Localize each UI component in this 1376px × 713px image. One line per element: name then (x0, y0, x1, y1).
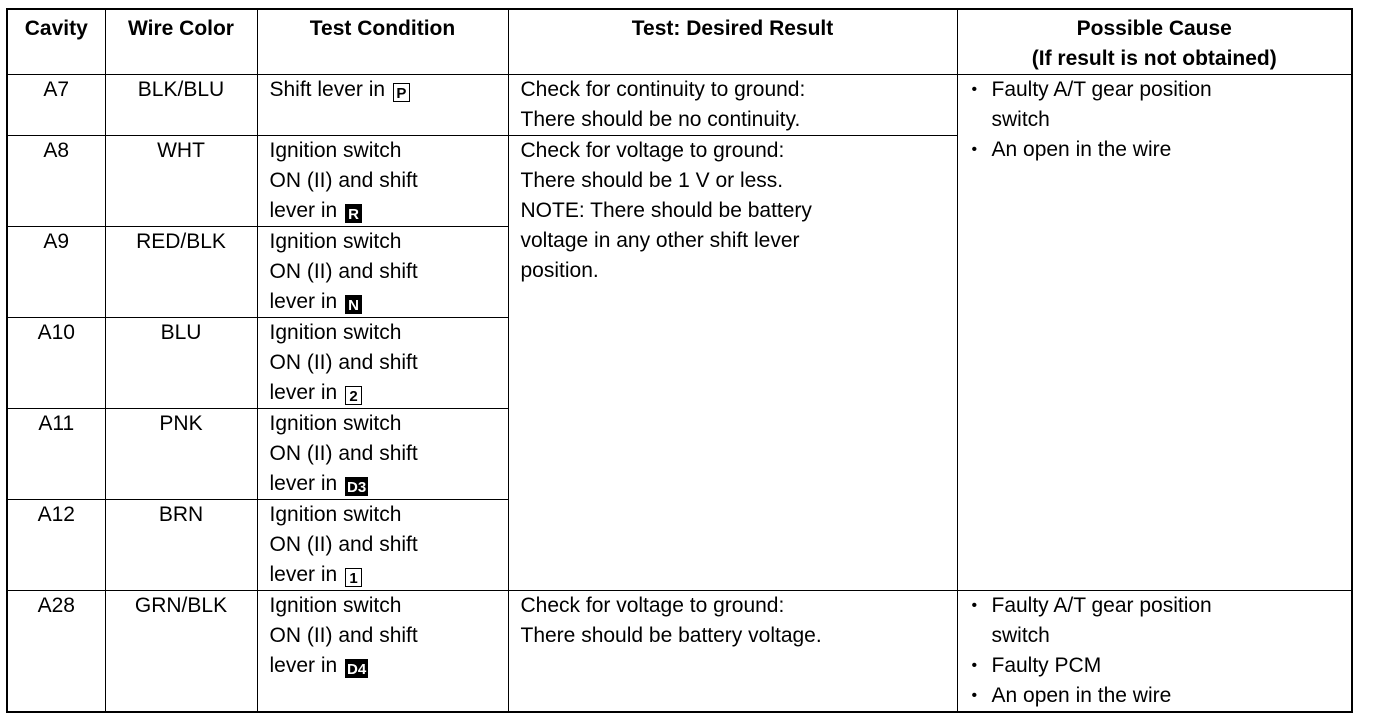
list-item: An open in the wire (970, 135, 1352, 165)
test-condition-cell: Ignition switch ON (II) and shift lever … (256, 317, 509, 409)
cavity-cell: A12 (6, 499, 106, 591)
possible-cause-cell: Faulty A/T gear position switch An open … (956, 74, 1353, 591)
cause-text: An open in the wire (991, 684, 1172, 707)
wire-color-cell: GRN/BLK (104, 590, 258, 713)
test-condition-cell: Ignition switch ON (II) and shift lever … (256, 499, 509, 591)
gear-r-icon: R (345, 204, 363, 223)
result-line: There should be 1 V or less. (520, 169, 784, 192)
gear-2-icon: 2 (345, 386, 363, 405)
possible-cause-cell: Faulty A/T gear position switch Faulty P… (956, 590, 1353, 713)
condition-line: Ignition switch (269, 594, 402, 617)
cavity-cell: A8 (6, 135, 106, 227)
wire-color-cell: WHT (104, 135, 258, 227)
gear-d4-icon: D4 (345, 659, 369, 678)
header-possible-cause: Possible Cause (If result is not obtaine… (956, 8, 1353, 75)
wire-color-cell: BRN (104, 499, 258, 591)
wire-color-cell: PNK (104, 408, 258, 500)
header-wire-color: Wire Color (104, 8, 258, 75)
gear-d3-icon: D3 (345, 477, 369, 496)
cause-text: switch (991, 624, 1050, 647)
gear-n-icon: N (345, 295, 363, 314)
condition-text: lever in (269, 199, 338, 222)
header-cavity: Cavity (6, 8, 106, 75)
condition-text: lever in (269, 472, 338, 495)
table-row: A12 BRN Ignition switch ON (II) and shif… (6, 499, 1352, 591)
cause-text: Faulty A/T gear position (991, 594, 1212, 617)
result-line: There should be no continuity. (520, 108, 801, 131)
cause-list: Faulty A/T gear position switch Faulty P… (970, 591, 1352, 711)
condition-line: lever in D4 (270, 651, 508, 681)
cause-text: switch (991, 108, 1050, 131)
cavity-cell: A10 (6, 317, 106, 409)
condition-line: Ignition switch (269, 139, 402, 162)
cavity-cell: A28 (6, 590, 106, 713)
desired-result-cell: Check for voltage to ground: There shoul… (507, 135, 958, 591)
condition-line: Ignition switch (269, 503, 402, 526)
table-row: A8 WHT Ignition switch ON (II) and shift… (6, 135, 1352, 591)
header-possible-cause-title: Possible Cause (1076, 17, 1232, 40)
list-item: Faulty PCM (970, 651, 1352, 681)
test-condition-cell: Ignition switch ON (II) and shift lever … (256, 408, 509, 500)
cause-text: An open in the wire (991, 138, 1172, 161)
table-row: A10 BLU Ignition switch ON (II) and shif… (6, 317, 1352, 409)
condition-line: lever in 1 (270, 560, 508, 590)
header-test-condition: Test Condition (256, 8, 509, 75)
condition-line: ON (II) and shift (269, 624, 418, 647)
wire-color-cell: BLU (104, 317, 258, 409)
result-line: position. (520, 259, 599, 282)
list-item: Faulty A/T gear position switch (970, 75, 1352, 135)
gear-1-icon: 1 (345, 568, 363, 587)
test-condition-cell: Shift lever in P (256, 74, 509, 136)
condition-line: ON (II) and shift (269, 351, 418, 374)
condition-line: Shift lever in P (270, 75, 508, 105)
test-condition-cell: Ignition switch ON (II) and shift lever … (256, 590, 509, 713)
wire-color-cell: RED/BLK (104, 226, 258, 318)
condition-line: lever in R (270, 196, 508, 226)
condition-line: Ignition switch (269, 412, 402, 435)
header-row: Cavity Wire Color Test Condition Test: D… (6, 8, 1353, 75)
table-row: A11 PNK Ignition switch ON (II) and shif… (6, 408, 1352, 500)
gear-position-test-table: Cavity Wire Color Test Condition Test: D… (6, 8, 1353, 713)
list-item: Faulty A/T gear position switch (970, 591, 1352, 651)
header-possible-cause-subtitle: (If result is not obtained) (1031, 47, 1277, 70)
condition-line: Ignition switch (269, 230, 402, 253)
result-line: Check for voltage to ground: (520, 594, 785, 617)
desired-result-cell: Check for voltage to ground: There shoul… (507, 590, 958, 713)
condition-line: lever in N (270, 287, 508, 317)
cavity-cell: A11 (6, 408, 106, 500)
condition-text: lever in (269, 563, 338, 586)
condition-line: ON (II) and shift (269, 442, 418, 465)
result-line: There should be battery voltage. (520, 624, 822, 647)
cause-list: Faulty A/T gear position switch An open … (970, 75, 1352, 165)
condition-line: ON (II) and shift (269, 169, 418, 192)
result-line: Check for voltage to ground: (520, 139, 785, 162)
table-row: A9 RED/BLK Ignition switch ON (II) and s… (6, 226, 1352, 318)
test-condition-cell: Ignition switch ON (II) and shift lever … (256, 226, 509, 318)
condition-text: lever in (269, 290, 338, 313)
table-row: A7 BLK/BLU Shift lever in P Check for co… (6, 74, 1353, 591)
list-item: An open in the wire (970, 681, 1352, 711)
test-condition-cell: Ignition switch ON (II) and shift lever … (256, 135, 509, 227)
condition-text: lever in (269, 654, 338, 677)
desired-result-cell: Check for continuity to ground: There sh… (507, 74, 958, 136)
result-line: Check for continuity to ground: (520, 78, 806, 101)
condition-line: lever in 2 (270, 378, 508, 408)
wire-color-cell: BLK/BLU (104, 74, 258, 136)
condition-line: lever in D3 (270, 469, 508, 499)
cause-text: Faulty A/T gear position (991, 78, 1212, 101)
result-line: voltage in any other shift lever (520, 229, 800, 252)
condition-line: Ignition switch (269, 321, 402, 344)
result-line: NOTE: There should be battery (520, 199, 812, 222)
cavity-cell: A7 (6, 74, 106, 136)
gear-p-icon: P (392, 83, 410, 102)
condition-text: Shift lever in (269, 78, 386, 101)
condition-line: ON (II) and shift (269, 533, 418, 556)
cause-text: Faulty PCM (991, 654, 1102, 677)
cavity-cell: A9 (6, 226, 106, 318)
condition-text: lever in (269, 381, 338, 404)
header-desired-result: Test: Desired Result (507, 8, 958, 75)
table-row: A28 GRN/BLK Ignition switch ON (II) and … (6, 590, 1353, 713)
condition-line: ON (II) and shift (269, 260, 418, 283)
